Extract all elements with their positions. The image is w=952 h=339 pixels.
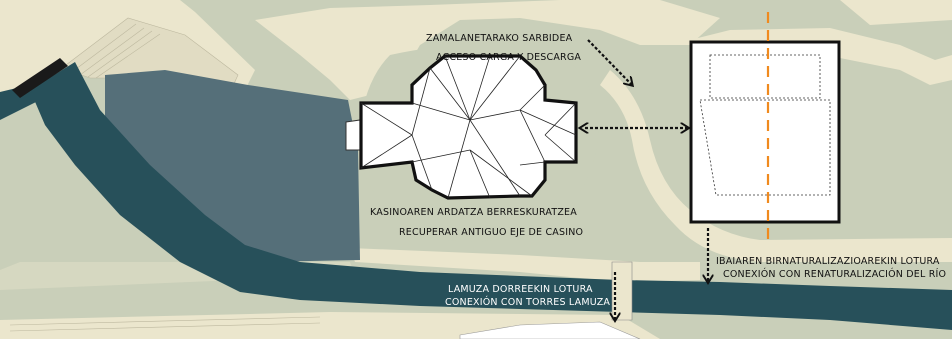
east-path xyxy=(600,70,952,262)
service-access-arrow xyxy=(587,39,632,85)
casino-axis-label-es: RECUPERAR ANTIGUO EJE DE CASINO xyxy=(399,227,583,238)
top-right-path xyxy=(840,0,952,25)
service-access-label-es: ACCESO CARGA Y DESCARGA xyxy=(436,52,581,63)
casino-building xyxy=(345,54,578,200)
north-bridge xyxy=(12,58,68,98)
bottom-structure xyxy=(459,321,641,339)
casino-axis-label-eu: KASINOAREN ARDATZA BERRESKURATZEA xyxy=(370,207,577,218)
south-bridge xyxy=(611,261,633,321)
terrace-steps xyxy=(71,23,161,79)
east-building xyxy=(689,40,841,224)
towers-link-label-eu: LAMUZA DORREEKIN LOTURA xyxy=(448,284,593,295)
service-access-label-eu: ZAMALANETARAKO SARBIDEA xyxy=(426,33,573,44)
river-link-label-eu: IBAIAREN BIRNATURALIZAZIOAREKIN LOTURA xyxy=(716,256,940,267)
stepped-terrace xyxy=(61,17,239,89)
river xyxy=(30,62,952,330)
north-plaza xyxy=(255,0,720,100)
river-link-label-es: CONEXIÓN CON RENATURALIZACIÓN DEL RÍO xyxy=(723,268,946,280)
towers-link-label-es: CONEXIÓN CON TORRES LAMUZA xyxy=(445,296,610,308)
river-left xyxy=(0,86,40,120)
pond xyxy=(105,70,360,262)
bottom-paving xyxy=(9,316,321,332)
arrows xyxy=(585,39,708,320)
